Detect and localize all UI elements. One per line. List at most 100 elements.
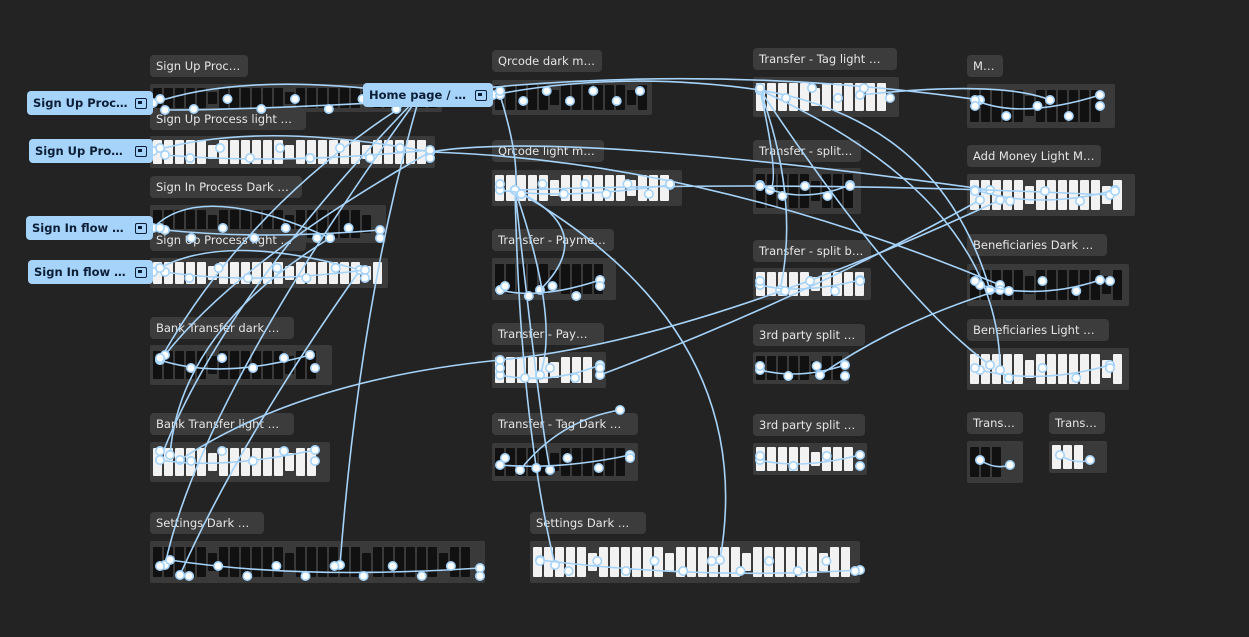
screen-thumbnail[interactable]	[627, 179, 636, 197]
screen-thumbnail[interactable]	[822, 82, 831, 112]
section-frames[interactable]	[967, 441, 1023, 483]
screen-thumbnail[interactable]	[384, 546, 393, 578]
screen-thumbnail[interactable]	[362, 215, 371, 233]
screen-thumbnail[interactable]	[572, 84, 581, 111]
screen-thumbnail[interactable]	[550, 453, 559, 471]
section-frames[interactable]	[967, 174, 1135, 216]
section-frames[interactable]	[1049, 441, 1107, 473]
screen-thumbnail[interactable]	[351, 87, 360, 109]
screen-thumbnail[interactable]	[844, 174, 853, 208]
screen-thumbnail[interactable]	[767, 82, 776, 112]
section-frames[interactable]	[967, 84, 1115, 128]
screen-thumbnail[interactable]	[1069, 269, 1078, 301]
section-frames[interactable]	[150, 345, 332, 385]
screen-thumbnail[interactable]	[1003, 353, 1012, 385]
screen-thumbnail[interactable]	[676, 546, 685, 578]
screen-thumbnail[interactable]	[307, 447, 316, 477]
screen-thumbnail[interactable]	[566, 546, 575, 578]
screen-thumbnail[interactable]	[1080, 179, 1089, 211]
section-label[interactable]: Add Money Light Mode	[967, 145, 1101, 167]
screen-thumbnail[interactable]	[539, 84, 548, 111]
screen-thumbnail[interactable]	[373, 262, 382, 284]
screen-thumbnail[interactable]	[274, 140, 283, 164]
screen-thumbnail[interactable]	[208, 552, 217, 572]
screen-thumbnail[interactable]	[638, 175, 647, 201]
screen-thumbnail[interactable]	[219, 447, 228, 477]
screen-thumbnail[interactable]	[318, 210, 327, 238]
screen-thumbnail[interactable]	[665, 552, 674, 572]
screen-thumbnail[interactable]	[528, 448, 537, 476]
screen-thumbnail[interactable]	[197, 87, 206, 109]
screen-thumbnail[interactable]	[362, 266, 371, 280]
screen-thumbnail[interactable]	[285, 266, 294, 280]
screen-thumbnail[interactable]	[340, 210, 349, 238]
screen-thumbnail[interactable]	[274, 262, 283, 284]
screen-thumbnail[interactable]	[1074, 445, 1083, 469]
screen-thumbnail[interactable]	[296, 87, 305, 109]
screen-thumbnail[interactable]	[329, 546, 338, 578]
screen-thumbnail[interactable]	[800, 174, 809, 208]
screen-thumbnail[interactable]	[992, 90, 1001, 122]
screen-thumbnail[interactable]	[756, 82, 765, 112]
screen-thumbnail[interactable]	[833, 447, 842, 471]
screen-thumbnail[interactable]	[550, 361, 559, 379]
screen-thumbnail[interactable]	[517, 263, 526, 295]
screen-thumbnail[interactable]	[583, 448, 592, 476]
section-label[interactable]: Transfer - Tag light mo...	[753, 48, 897, 70]
screen-thumbnail[interactable]	[687, 546, 696, 578]
section-label[interactable]: Qrcode dark mode	[492, 50, 602, 72]
screen-thumbnail[interactable]	[970, 353, 979, 385]
screen-thumbnail[interactable]	[1047, 353, 1056, 385]
screen-thumbnail[interactable]	[219, 140, 228, 164]
screen-thumbnail[interactable]	[720, 546, 729, 578]
screen-thumbnail[interactable]	[833, 272, 842, 296]
screen-thumbnail[interactable]	[970, 90, 979, 122]
screen-thumbnail[interactable]	[800, 447, 809, 471]
screen-thumbnail[interactable]	[241, 350, 250, 380]
screen-thumbnail[interactable]	[1025, 185, 1034, 205]
flow-start-sign-up-light[interactable]: Sign Up Proces...	[29, 139, 153, 163]
screen-thumbnail[interactable]	[981, 90, 990, 122]
screen-thumbnail[interactable]	[1047, 179, 1056, 211]
screen-thumbnail[interactable]	[811, 180, 820, 202]
screen-thumbnail[interactable]	[819, 552, 828, 572]
screen-thumbnail[interactable]	[992, 353, 1001, 385]
screen-thumbnail[interactable]	[1102, 359, 1111, 379]
screen-thumbnail[interactable]	[252, 87, 261, 109]
screen-thumbnail[interactable]	[164, 447, 173, 477]
screen-thumbnail[interactable]	[756, 272, 765, 296]
flow-start-sign-up-dark[interactable]: Sign Up Proces...	[27, 91, 153, 115]
section-frames[interactable]	[492, 80, 652, 115]
screen-thumbnail[interactable]	[219, 546, 228, 578]
section-frames[interactable]	[753, 77, 899, 117]
screen-thumbnail[interactable]	[252, 447, 261, 477]
screen-thumbnail[interactable]	[219, 87, 228, 109]
flow-start-sign-in-dark[interactable]: Sign In flow Dar...	[26, 216, 153, 240]
section-label[interactable]: Sign In Process Dark Mode	[150, 176, 302, 198]
screen-thumbnail[interactable]	[981, 353, 990, 385]
screen-thumbnail[interactable]	[1025, 359, 1034, 379]
screen-thumbnail[interactable]	[495, 175, 504, 201]
screen-thumbnail[interactable]	[164, 262, 173, 284]
section-label[interactable]: Transa...	[1049, 412, 1105, 434]
screen-thumbnail[interactable]	[572, 357, 581, 383]
section-label[interactable]: 3rd party split bill...	[753, 414, 865, 436]
section-label[interactable]: Transfer - Payment...	[492, 229, 614, 251]
screen-thumbnail[interactable]	[594, 84, 603, 111]
screen-thumbnail[interactable]	[822, 447, 831, 471]
screen-thumbnail[interactable]	[841, 546, 850, 578]
screen-thumbnail[interactable]	[528, 84, 537, 111]
screen-thumbnail[interactable]	[649, 175, 658, 201]
screen-thumbnail[interactable]	[307, 262, 316, 284]
screen-thumbnail[interactable]	[197, 262, 206, 284]
screen-thumbnail[interactable]	[1058, 179, 1067, 211]
screen-thumbnail[interactable]	[153, 447, 162, 477]
screen-thumbnail[interactable]	[594, 175, 603, 201]
screen-thumbnail[interactable]	[230, 87, 239, 109]
screen-thumbnail[interactable]	[632, 546, 641, 578]
screen-thumbnail[interactable]	[1091, 353, 1100, 385]
screen-thumbnail[interactable]	[981, 179, 990, 211]
screen-thumbnail[interactable]	[786, 546, 795, 578]
screen-thumbnail[interactable]	[208, 144, 217, 160]
screen-thumbnail[interactable]	[767, 356, 776, 380]
